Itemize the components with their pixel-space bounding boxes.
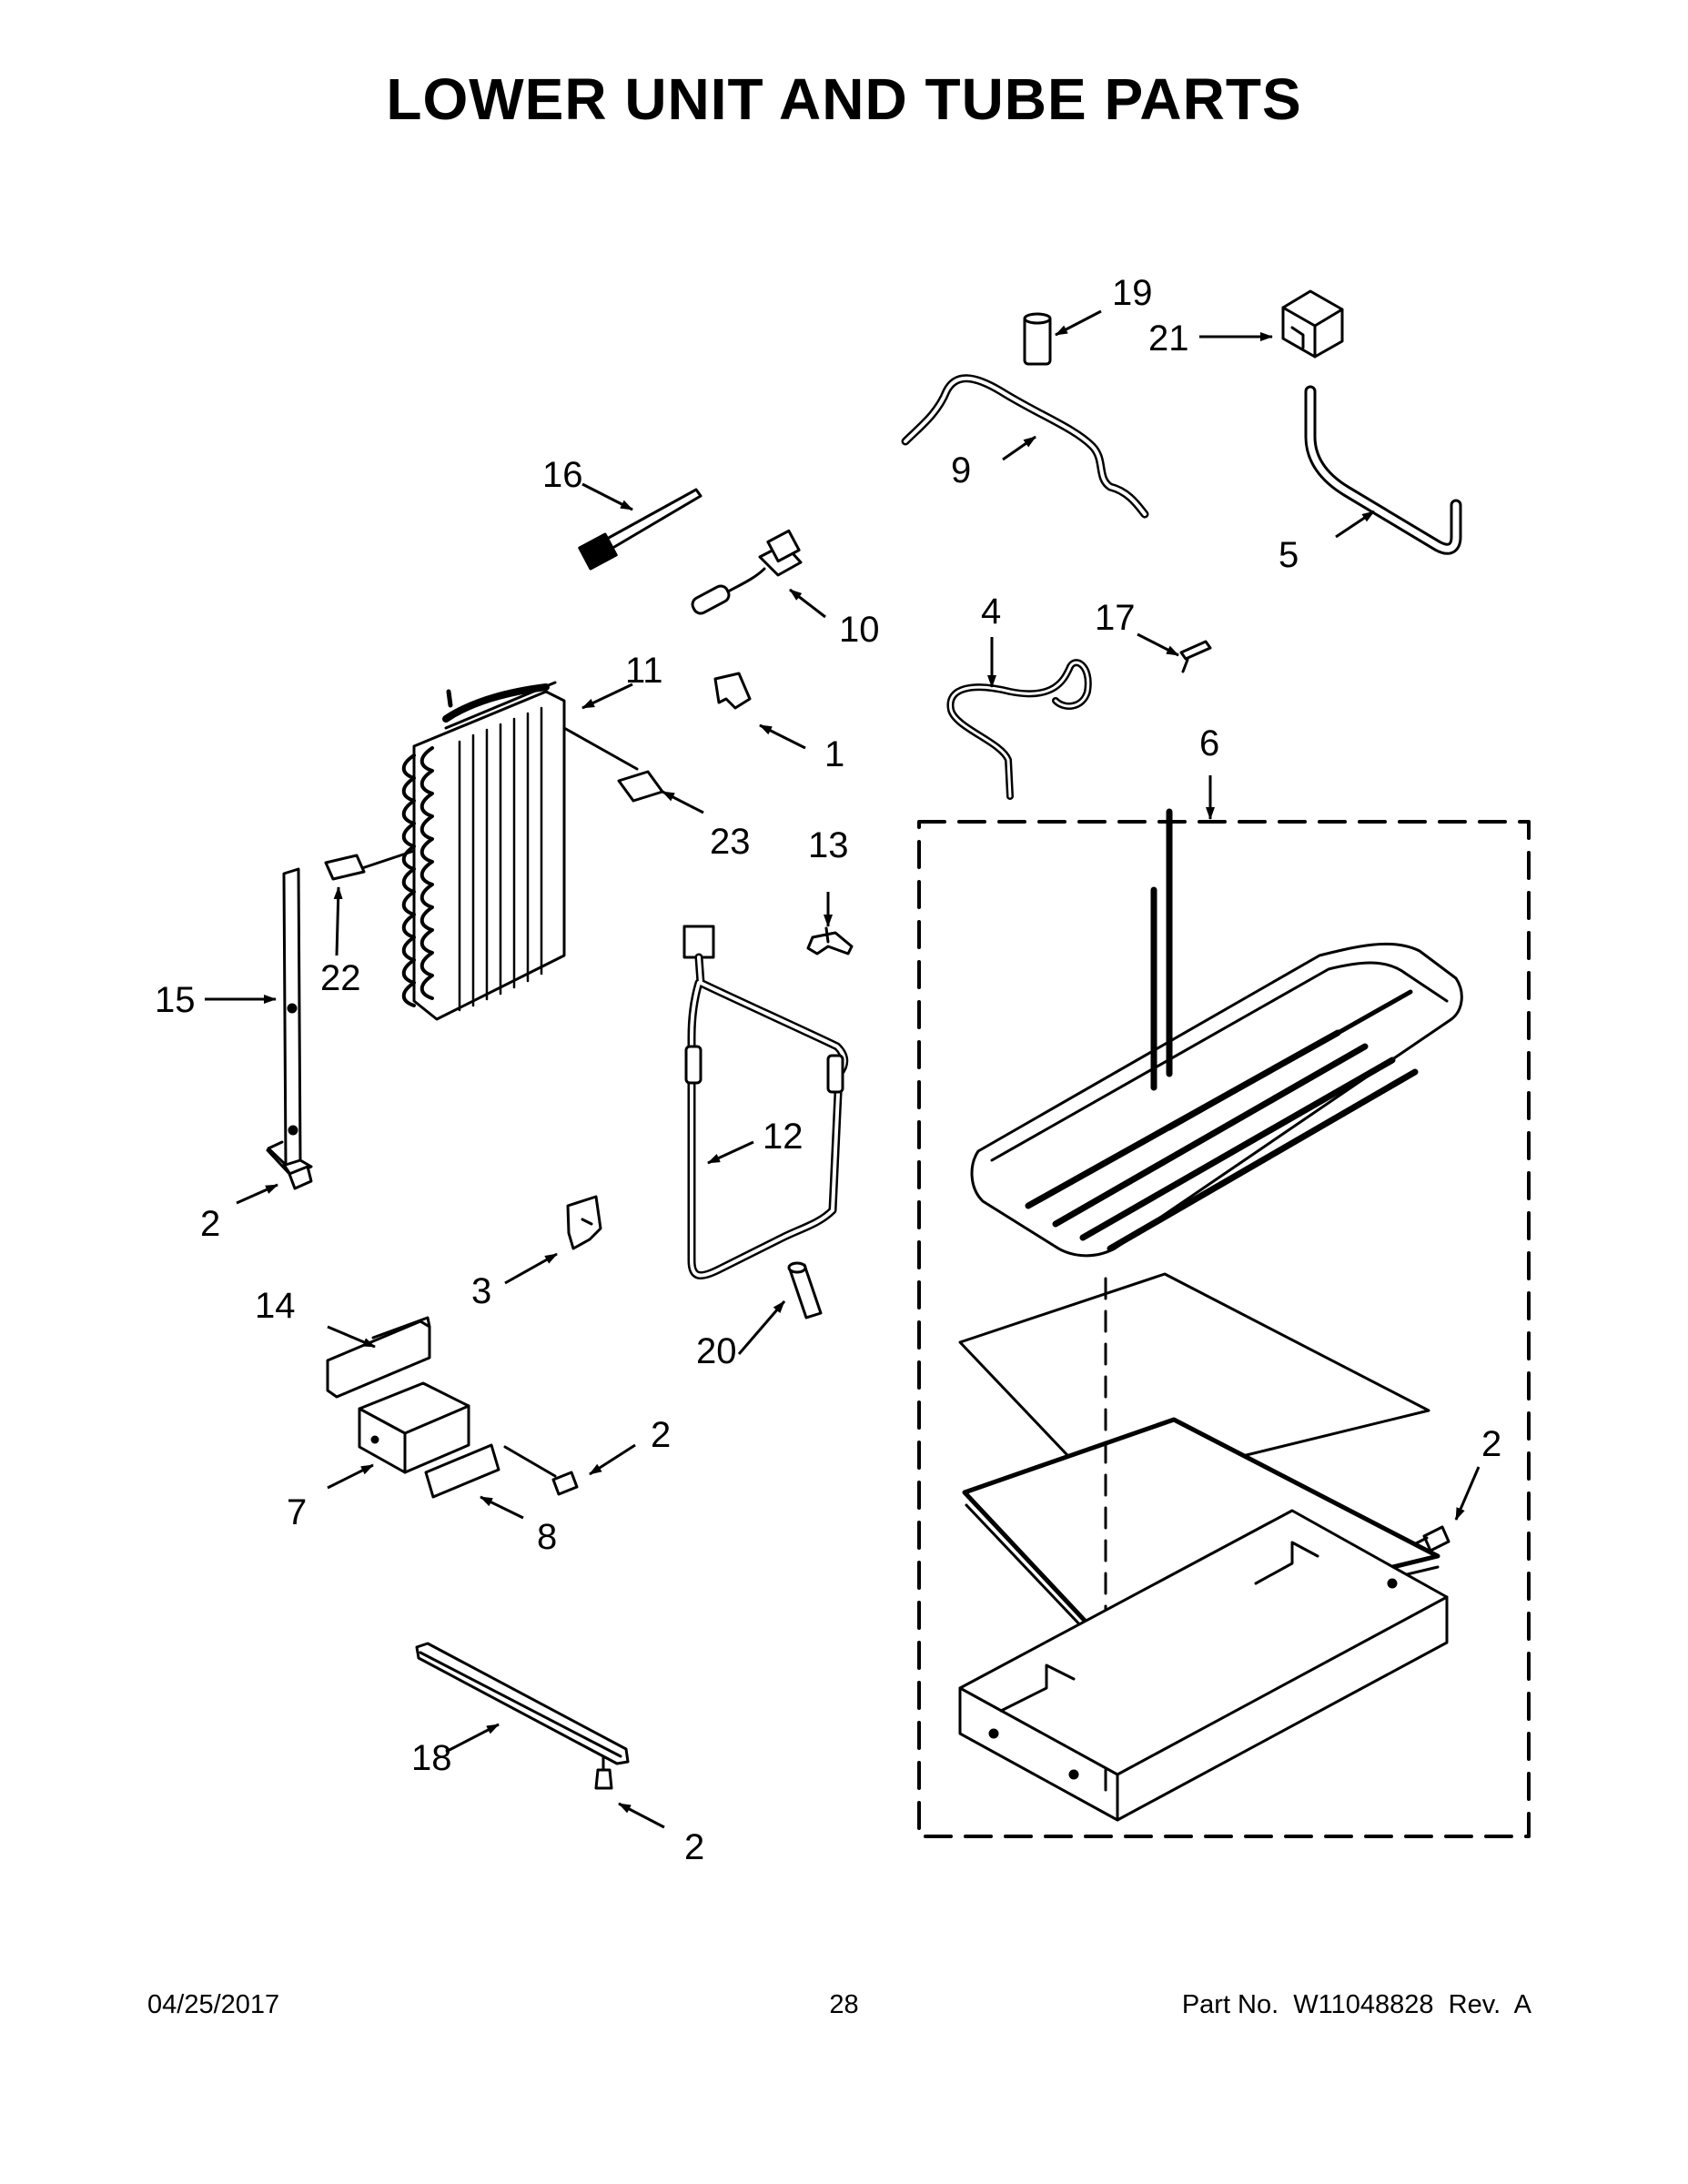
page-title: LOWER UNIT AND TUBE PARTS bbox=[386, 66, 1302, 132]
callout-19: 19 bbox=[1112, 273, 1153, 313]
callout-1: 1 bbox=[824, 734, 844, 774]
part-20-sleeve bbox=[787, 1261, 823, 1320]
callout-2: 2 bbox=[200, 1204, 220, 1244]
callout-14: 14 bbox=[255, 1286, 296, 1326]
callout-18: 18 bbox=[411, 1738, 452, 1778]
part-1-plate bbox=[713, 672, 752, 710]
screw-icon bbox=[594, 1750, 613, 1790]
part-21-bracket bbox=[1281, 289, 1344, 359]
part-15-bracket bbox=[266, 867, 313, 1178]
callout-7: 7 bbox=[287, 1492, 307, 1532]
callout-10: 10 bbox=[839, 610, 880, 650]
part-11-condenser bbox=[358, 681, 639, 1021]
callout-2: 2 bbox=[684, 1827, 704, 1867]
callout-12: 12 bbox=[763, 1117, 804, 1157]
part-5-tube bbox=[1304, 385, 1462, 555]
part-3-bracket bbox=[566, 1195, 602, 1250]
callout-16: 16 bbox=[542, 455, 583, 495]
part-7-box bbox=[358, 1381, 470, 1474]
callout-13: 13 bbox=[808, 825, 849, 865]
part-9-tube bbox=[901, 374, 1149, 519]
part-22-pad bbox=[324, 854, 366, 881]
part-23-pad bbox=[617, 770, 664, 803]
footer-date: 04/25/2017 bbox=[147, 1990, 280, 2019]
part-16-cable-tie bbox=[578, 488, 702, 571]
callout-22: 22 bbox=[320, 958, 361, 998]
callout-20: 20 bbox=[696, 1331, 737, 1371]
callout-6: 6 bbox=[1199, 723, 1219, 763]
callout-23: 23 bbox=[710, 822, 751, 862]
callout-4: 4 bbox=[981, 592, 1001, 632]
part-14-cover bbox=[326, 1316, 431, 1399]
part-6-assembly-boundary bbox=[917, 820, 1531, 1838]
part-8-plate bbox=[424, 1443, 500, 1499]
callout-15: 15 bbox=[155, 980, 196, 1020]
callout-2: 2 bbox=[651, 1415, 671, 1455]
part-19-cylinder bbox=[1023, 312, 1052, 366]
part-13-clip bbox=[806, 926, 854, 956]
callout-2: 2 bbox=[1481, 1424, 1501, 1464]
part-4-tube bbox=[946, 659, 1092, 800]
callout-8: 8 bbox=[537, 1517, 557, 1557]
part-12-heater bbox=[682, 925, 849, 1279]
callout-17: 17 bbox=[1095, 598, 1136, 638]
part-6-drain-pan-heater bbox=[970, 808, 1463, 1258]
screw-icon bbox=[282, 1163, 313, 1190]
part-17-clip bbox=[1179, 640, 1212, 673]
callout-3: 3 bbox=[471, 1271, 491, 1311]
footer-part-number: Part No. W11048828 Rev. A bbox=[1181, 1990, 1531, 2019]
part-6-tray bbox=[958, 1509, 1449, 1822]
callout-21: 21 bbox=[1148, 318, 1189, 359]
callout-11: 11 bbox=[625, 651, 663, 691]
leader-arrows bbox=[205, 309, 1481, 1829]
footer-page-number: 28 bbox=[829, 1990, 859, 2019]
screw-icon bbox=[551, 1471, 579, 1496]
part-10-sensor bbox=[691, 529, 803, 615]
callout-labels: 1 2 2 2 2 3 4 5 6 7 8 9 10 11 12 13 14 1… bbox=[155, 273, 1501, 1867]
callout-5: 5 bbox=[1279, 535, 1299, 575]
callout-9: 9 bbox=[951, 450, 971, 490]
part-18-strip bbox=[415, 1642, 630, 1765]
